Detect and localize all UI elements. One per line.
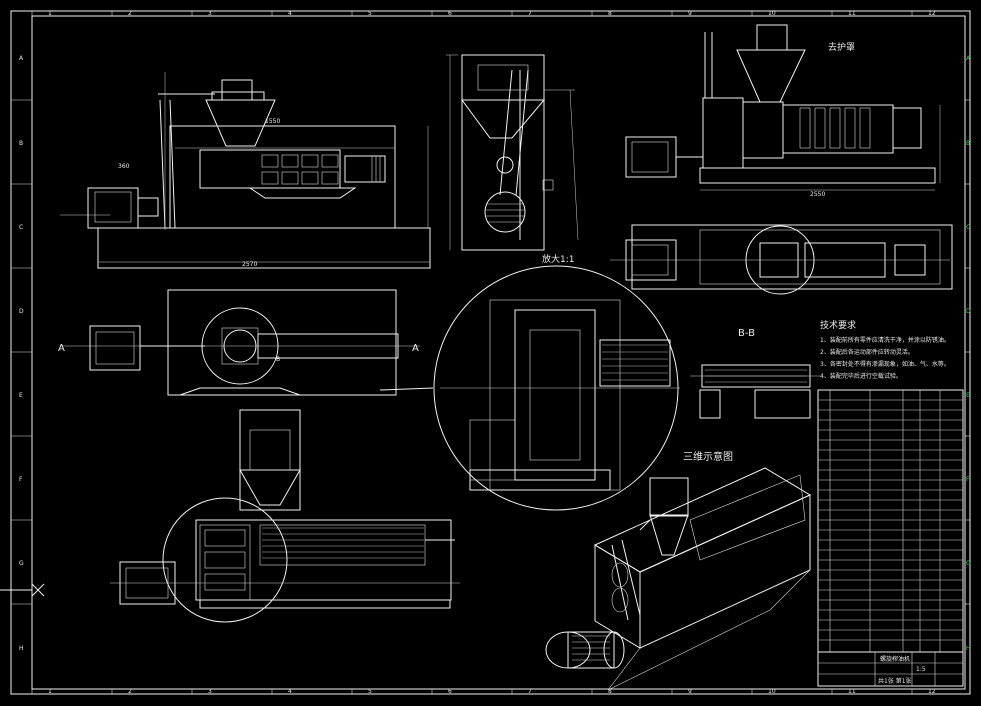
tech-req-item: 4、装配完毕后进行空载试验。 <box>820 372 902 380</box>
col-num-top: 6 <box>448 10 452 17</box>
col-num-bottom: 5 <box>368 688 372 695</box>
dim-barrel-length: 1550 <box>265 118 280 125</box>
detail-enlarged-view: 放大1:1 <box>379 253 680 511</box>
section-b-mark: B <box>276 356 280 363</box>
col-num-top: 10 <box>768 10 776 17</box>
col-num-bottom: 10 <box>768 688 776 695</box>
right-row-letter: F <box>966 476 970 483</box>
title-block-name: 螺旋榨油机 <box>880 655 910 663</box>
col-num-top: 12 <box>928 10 936 17</box>
right-row-letter: C <box>966 224 970 231</box>
detail-scale-label: 放大1:1 <box>542 253 575 265</box>
col-num-top: 7 <box>528 10 532 17</box>
col-num-top: 2 <box>128 10 132 17</box>
centering-mark <box>0 583 45 597</box>
tech-req-item: 3、各密封处不得有渗漏现象，如油、气、水等。 <box>820 360 950 368</box>
side-elevation-view <box>446 54 579 251</box>
section-a-left-mark: A <box>58 343 65 354</box>
right-row-letter: D <box>966 308 971 315</box>
right-row-letter: A <box>966 55 971 62</box>
col-num-bottom: 9 <box>688 688 692 695</box>
row-letter: H <box>19 645 24 652</box>
section-a-a-plan: A A B <box>58 289 420 396</box>
tech-req-item: 1、装配前所有零件应清洗干净，并涂以防锈油。 <box>820 336 950 344</box>
title-block-scale: 1:5 <box>916 666 926 673</box>
row-letter: B <box>19 140 23 147</box>
col-num-bottom: 11 <box>848 688 856 695</box>
isometric-view: 三维示意图 <box>545 450 812 691</box>
border-column-numbers: 1 2 3 4 5 6 7 8 9 10 11 12 1 2 3 4 5 6 7… <box>48 10 936 695</box>
row-letter: G <box>19 560 24 567</box>
technical-requirements: 技术要求 1、装配前所有零件应清洗干净，并涂以防锈油。 2、装配后各运动部件应转… <box>820 319 950 380</box>
col-num-top: 5 <box>368 10 372 17</box>
col-num-bottom: 6 <box>448 688 452 695</box>
iso-view-label: 三维示意图 <box>683 450 733 463</box>
row-letter: C <box>19 224 23 231</box>
tech-req-item: 2、装配后各运动部件应转动灵活。 <box>820 348 914 356</box>
col-num-bottom: 2 <box>128 688 132 695</box>
right-row-letter: E <box>966 392 970 399</box>
border-row-letters: A B C D E F G H <box>19 55 24 652</box>
right-row-letter: H <box>966 645 971 652</box>
top-right-elevation-view: 去护罩 2550 <box>625 24 941 198</box>
col-num-bottom: 1 <box>48 688 52 695</box>
parts-list-table <box>817 389 964 653</box>
col-num-bottom: 7 <box>528 688 532 695</box>
dim-overall-length: 2570 <box>242 261 257 268</box>
border-right-letters: A B C D E F G H <box>966 55 971 652</box>
section-a-right-mark: A <box>412 343 419 354</box>
plan-view <box>610 224 953 295</box>
drawing-border <box>10 10 971 695</box>
col-num-top: 9 <box>688 10 692 17</box>
title-block: 螺旋榨油机 1:5 共1张 第1张 <box>817 651 964 687</box>
row-letter: A <box>19 55 24 62</box>
border-zone-marks <box>11 11 970 694</box>
tech-req-title: 技术要求 <box>820 319 856 331</box>
col-num-bottom: 8 <box>608 688 612 695</box>
front-elevation-view: 2570 1550 360 <box>60 72 431 269</box>
col-num-bottom: 3 <box>208 688 212 695</box>
col-num-top: 1 <box>48 10 52 17</box>
row-letter: D <box>19 308 24 315</box>
dim-motor-height: 360 <box>118 163 130 170</box>
section-b-b-view: B-B <box>690 328 820 419</box>
col-num-bottom: 12 <box>928 688 936 695</box>
row-letter: F <box>19 476 23 483</box>
main-section-view <box>110 409 460 623</box>
col-num-top: 3 <box>208 10 212 17</box>
col-num-bottom: 4 <box>288 688 292 695</box>
title-block-sheet: 共1张 第1张 <box>878 677 912 685</box>
right-row-letter: B <box>966 140 970 147</box>
top-view-label-text: 去护罩 <box>828 41 855 53</box>
col-num-top: 11 <box>848 10 856 17</box>
section-bb-title: B-B <box>738 328 755 339</box>
row-letter: E <box>19 392 23 399</box>
col-num-top: 4 <box>288 10 292 17</box>
dim-top-length: 2550 <box>810 191 825 198</box>
col-num-top: 8 <box>608 10 612 17</box>
right-row-letter: G <box>966 560 971 567</box>
